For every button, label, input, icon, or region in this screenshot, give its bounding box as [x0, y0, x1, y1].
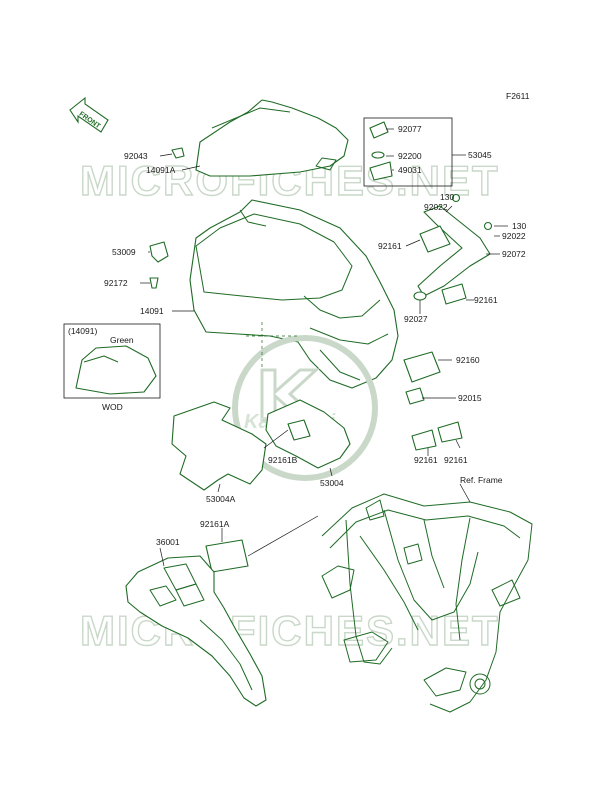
label-ref-frame: Ref. Frame	[460, 475, 503, 485]
label-92161a: 92161A	[200, 519, 230, 529]
label-92161-b: 92161	[474, 295, 498, 305]
label-130-b: 130	[512, 221, 526, 231]
frame-reference	[321, 493, 533, 713]
label-49031: 49031	[398, 165, 422, 175]
label-14091a: 14091A	[146, 165, 176, 175]
pad-92161-a	[419, 225, 451, 253]
label-53009: 53009	[112, 247, 136, 257]
bracket-53009-icon	[149, 241, 169, 263]
pad-92161-b	[441, 283, 467, 305]
decal-53004a	[171, 401, 267, 491]
label-92027: 92027	[404, 314, 428, 324]
clamp-kit-53045	[363, 117, 453, 187]
figure-code: F2611	[506, 91, 530, 101]
label-92043: 92043	[124, 151, 148, 161]
label-92022-b: 92022	[502, 231, 526, 241]
label-92015: 92015	[458, 393, 482, 403]
label-92161b	[287, 419, 311, 441]
label-92161-a: 92161	[378, 241, 402, 251]
windshield-part	[195, 99, 349, 177]
label-92161-c: 92161	[414, 455, 438, 465]
label-92022-a: 92022	[424, 202, 448, 212]
label-92161a	[205, 539, 249, 573]
clip-92015	[405, 387, 425, 405]
inset-caption: WOD	[102, 402, 123, 412]
label-92161b-upper: 92161B	[268, 455, 298, 465]
label-92172: 92172	[104, 278, 128, 288]
label-92161-d: 92161	[444, 455, 468, 465]
inset-ref: (14091)	[68, 326, 97, 336]
washer-92027	[413, 291, 427, 301]
side-cover-36001	[125, 555, 267, 707]
label-92160: 92160	[456, 355, 480, 365]
label-92072: 92072	[502, 249, 526, 259]
label-92200: 92200	[398, 151, 422, 161]
screw-92172-icon	[149, 277, 159, 289]
pads-92161-pair	[411, 421, 463, 451]
label-92077: 92077	[398, 124, 422, 134]
label-14091: 14091	[140, 306, 164, 316]
label-53004a: 53004A	[206, 494, 236, 504]
bolt-92043-icon	[171, 147, 185, 159]
bracket-92072	[417, 193, 493, 297]
inset-green-variant: (14091) Green	[63, 323, 161, 399]
fairing-part	[189, 199, 399, 389]
label-130-a: 130	[440, 192, 454, 202]
pad-92160	[403, 351, 441, 383]
label-36001: 36001	[156, 537, 180, 547]
label-53045: 53045	[468, 150, 492, 160]
inset-color-label: Green	[110, 335, 134, 345]
front-arrow-icon: FRONT	[69, 96, 109, 133]
part-labels: 92043 14091A 92077 92200 49031 53045 130…	[104, 124, 526, 547]
label-53004: 53004	[320, 478, 344, 488]
leader-lines	[140, 128, 508, 567]
